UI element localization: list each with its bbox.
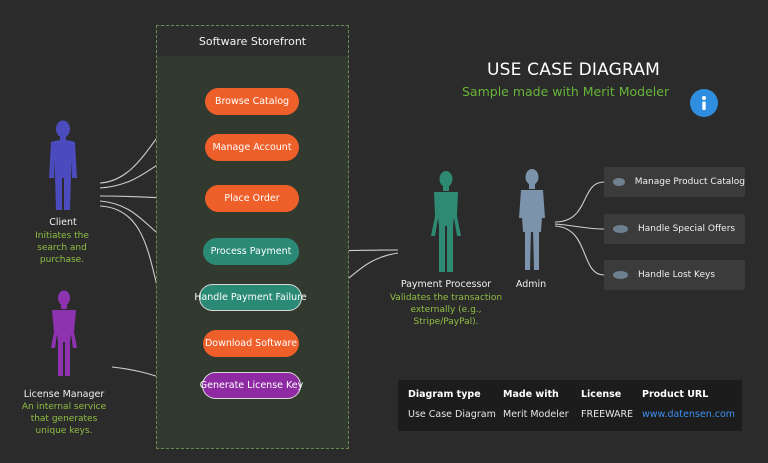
use-case-handle-payment-failure[interactable]: Handle Payment Failure [194, 284, 307, 311]
table-cell: Use Case Diagram [408, 409, 496, 420]
admin-name: Admin [515, 279, 547, 290]
use-case-browse-catalog[interactable]: Browse Catalog [205, 88, 299, 115]
admin-use-case-manage-product-catalog[interactable]: Manage Product Catalog [604, 167, 745, 197]
boundary-title: Software Storefront [157, 26, 348, 56]
info-icon[interactable] [690, 89, 718, 117]
use-case-ellipse-icon [613, 225, 628, 233]
use-case-process-payment[interactable]: Process Payment [203, 238, 299, 265]
table-header: Product URL [642, 389, 709, 400]
table-cell: FREEWARE [581, 409, 634, 420]
use-case-download-software[interactable]: Download Software [203, 330, 299, 357]
use-case-ellipse-icon [613, 271, 628, 279]
admin-use-case-label: Handle Lost Keys [638, 270, 716, 280]
table-header: Made with [503, 389, 559, 400]
admin-actor-icon[interactable] [512, 168, 552, 272]
admin-use-case-handle-lost-keys[interactable]: Handle Lost Keys [604, 260, 745, 290]
client-actor-icon[interactable] [44, 120, 82, 212]
use-case-ellipse-icon [613, 178, 625, 186]
link-admin-lost [554, 225, 605, 276]
use-case-place-order[interactable]: Place Order [205, 185, 299, 212]
table-header: Diagram type [408, 389, 481, 400]
payment-processor-name: Payment Processor [400, 279, 492, 290]
admin-use-case-label: Handle Special Offers [638, 224, 736, 234]
use-case-manage-account[interactable]: Manage Account [205, 134, 299, 161]
link-admin-catalog [554, 181, 605, 223]
table-header: License [581, 389, 622, 400]
client-name: Client [49, 217, 77, 228]
use-case-generate-license-key[interactable]: Generate License Key [200, 372, 303, 399]
product-url-link[interactable]: www.datensen.com [642, 409, 736, 420]
table-cell: Merit Modeler [503, 409, 569, 420]
payment-processor-actor-icon[interactable] [426, 170, 466, 274]
payment-processor-description: Validates the transaction externally (e.… [389, 293, 503, 327]
link-admin-offers [554, 223, 605, 230]
admin-use-case-handle-special-offers[interactable]: Handle Special Offers [604, 214, 745, 244]
diagram-subtitle: Sample made with Merit Modeler [462, 84, 670, 99]
license-manager-actor-icon[interactable] [44, 290, 84, 378]
license-manager-name: License Manager [23, 389, 105, 400]
client-description: Initiates the search and purchase. [35, 231, 89, 265]
info-table: Diagram type Made with License Product U… [398, 380, 742, 431]
license-manager-description: An internal service that generates uniqu… [21, 402, 107, 436]
diagram-title: USE CASE DIAGRAM [487, 60, 661, 80]
admin-use-case-label: Manage Product Catalog [634, 177, 745, 187]
